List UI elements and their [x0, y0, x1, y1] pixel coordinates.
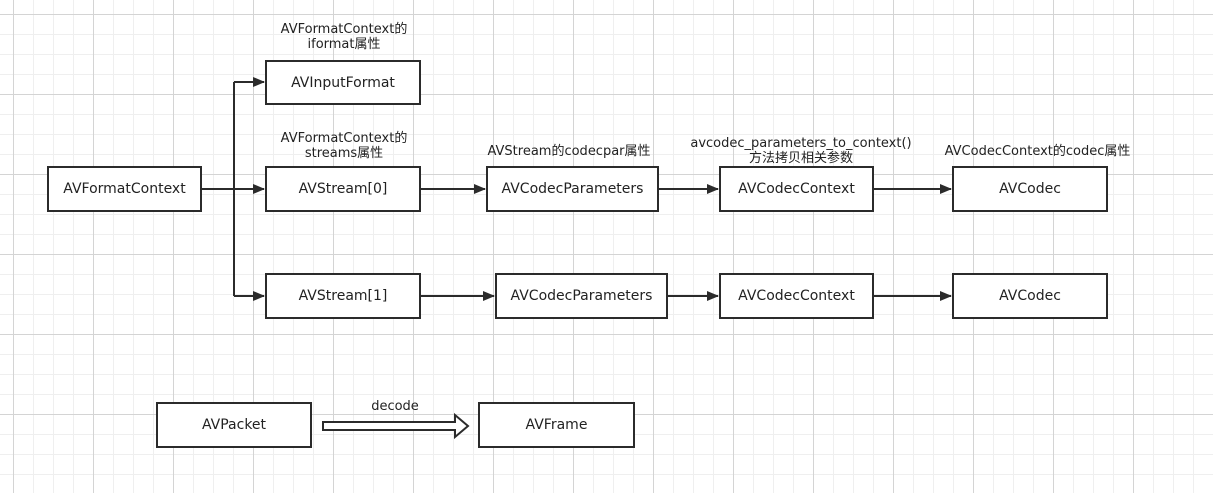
node-label: AVFormatContext — [63, 181, 186, 197]
label-decode: decode — [355, 399, 435, 414]
node-label: AVCodec — [999, 288, 1061, 304]
label-codecpar-attribute: AVStream的codecpar属性 — [469, 144, 669, 159]
node-avcodec-0[interactable]: AVCodec — [952, 166, 1108, 212]
label-iformat-attribute: AVFormatContext的 iformat属性 — [264, 22, 424, 52]
node-label: AVCodecParameters — [501, 181, 644, 197]
label-codec-attribute: AVCodecContext的codec属性 — [925, 144, 1150, 159]
node-avformatcontext[interactable]: AVFormatContext — [47, 166, 202, 212]
node-avpacket[interactable]: AVPacket — [156, 402, 312, 448]
label-line: decode — [371, 399, 419, 414]
label-line: AVFormatContext的 — [280, 131, 408, 146]
label-line: avcodec_parameters_to_context() — [690, 136, 912, 151]
label-parameters-to-context: avcodec_parameters_to_context() 方法拷贝相关参数 — [676, 136, 926, 166]
label-line: streams属性 — [304, 146, 384, 161]
label-line: AVFormatContext的 — [280, 22, 408, 37]
node-label: AVStream[1] — [298, 288, 388, 304]
node-label: AVCodecContext — [738, 288, 855, 304]
node-avcodecparameters-0[interactable]: AVCodecParameters — [486, 166, 659, 212]
node-avframe[interactable]: AVFrame — [478, 402, 635, 448]
node-label: AVCodecContext — [738, 181, 855, 197]
label-line: AVCodecContext的codec属性 — [944, 144, 1131, 159]
decode-hollow-arrow — [322, 412, 470, 440]
node-label: AVCodec — [999, 181, 1061, 197]
node-label: AVCodecParameters — [510, 288, 653, 304]
label-streams-attribute: AVFormatContext的 streams属性 — [264, 131, 424, 161]
node-avcodeccontext-0[interactable]: AVCodecContext — [719, 166, 874, 212]
label-line: AVStream的codecpar属性 — [487, 144, 651, 159]
node-label: AVPacket — [201, 417, 267, 433]
node-avinputformat[interactable]: AVInputFormat — [265, 60, 421, 105]
node-avcodeccontext-1[interactable]: AVCodecContext — [719, 273, 874, 319]
node-avcodec-1[interactable]: AVCodec — [952, 273, 1108, 319]
label-line: 方法拷贝相关参数 — [748, 151, 853, 166]
node-avstream-0[interactable]: AVStream[0] — [265, 166, 421, 212]
node-avcodecparameters-1[interactable]: AVCodecParameters — [495, 273, 668, 319]
node-label: AVFrame — [525, 417, 588, 433]
node-avstream-1[interactable]: AVStream[1] — [265, 273, 421, 319]
node-label: AVInputFormat — [291, 74, 395, 91]
label-line: iformat属性 — [307, 37, 381, 52]
node-label: AVStream[0] — [298, 181, 388, 197]
